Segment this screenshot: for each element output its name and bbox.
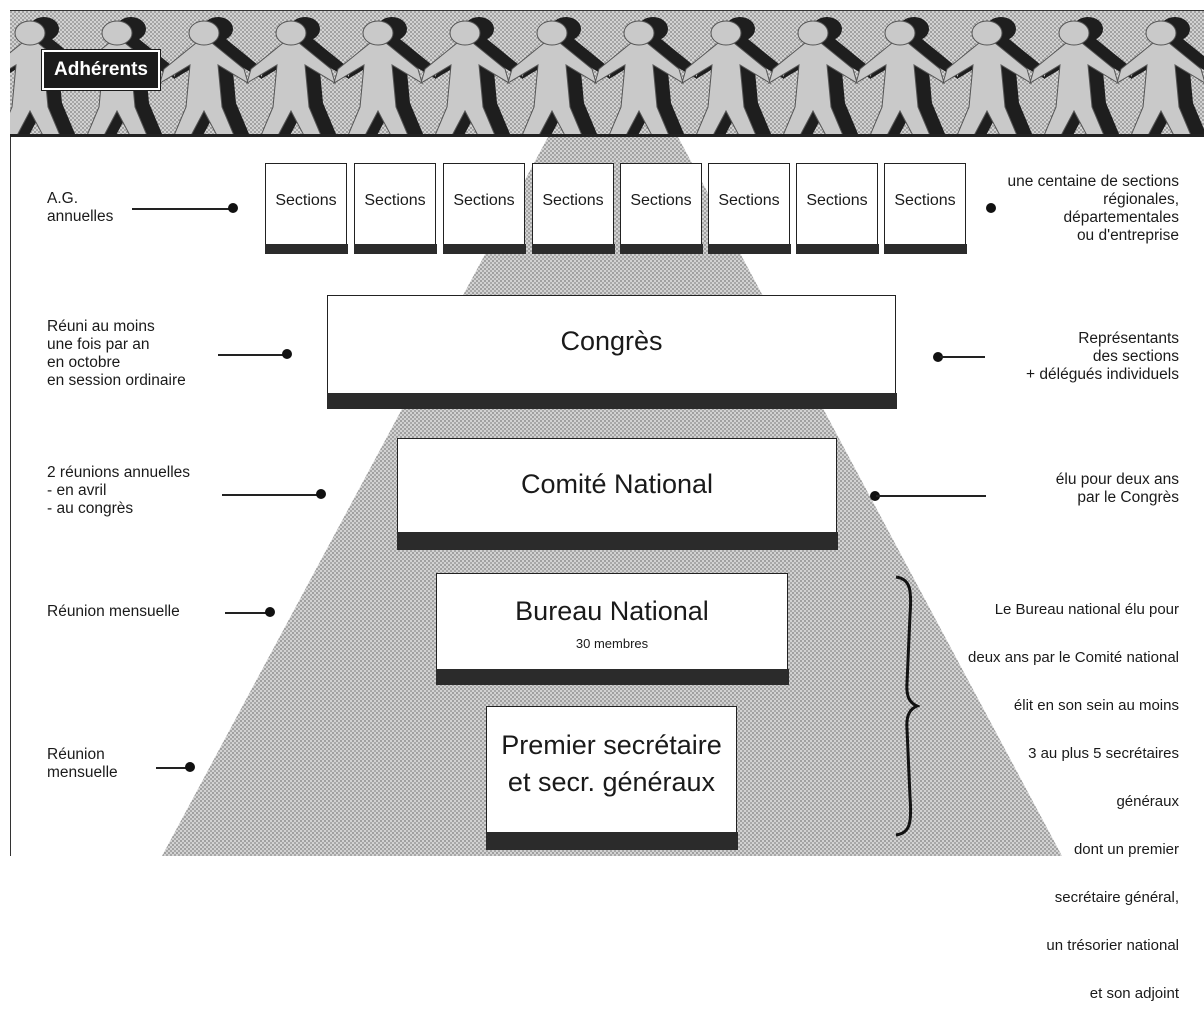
bureau-left-note: Réunion mensuelle — [47, 603, 180, 620]
box-shadow — [435, 668, 789, 685]
member-figure — [1029, 17, 1132, 135]
section-box: Sections — [353, 163, 437, 254]
members-band — [10, 11, 1204, 135]
box-shadow — [531, 243, 615, 254]
adherents-label: Adhérents — [42, 50, 160, 90]
org-chart: Adhérents A.G. annuelles Sections Sectio… — [10, 10, 1204, 1002]
connector-line — [876, 495, 986, 497]
member-figure — [507, 17, 610, 135]
section-box: Sections — [883, 163, 967, 254]
bureau-description-line: un trésorier national — [1046, 937, 1179, 954]
member-figure — [855, 17, 958, 135]
premier-title: Premier secrétaire et secr. généraux — [487, 727, 736, 801]
curly-brace — [895, 575, 920, 837]
premier-left-note: Réunion mensuelle — [47, 746, 118, 781]
member-figure — [159, 17, 262, 135]
band-divider — [10, 134, 1204, 137]
box-shadow — [396, 531, 838, 550]
frame-left-line — [10, 10, 11, 856]
bureau-description-line: secrétaire général, — [1054, 889, 1179, 906]
section-label: Sections — [275, 192, 337, 209]
connector-dot — [986, 203, 996, 213]
section-label: Sections — [806, 192, 868, 209]
premier-title-line1: Premier secrétaire — [501, 730, 722, 760]
bureau-subtitle: 30 membres — [575, 636, 649, 651]
member-figure — [1116, 17, 1204, 135]
box-shadow — [264, 243, 348, 254]
bureau-description: Le Bureau national élu pour deux ans par… — [935, 577, 1179, 1027]
section-label: Sections — [542, 192, 604, 209]
section-label: Sections — [718, 192, 780, 209]
connector-dot — [282, 349, 292, 359]
bureau-description-line: deux ans par le Comité national — [968, 649, 1179, 666]
premier-box: Premier secrétaire et secr. généraux — [485, 706, 738, 850]
bureau-description-line: et son adjoint — [1089, 985, 1179, 1002]
box-shadow — [326, 392, 897, 409]
bureau-description-line: élit en son sein au moins — [1013, 697, 1179, 714]
box-shadow — [442, 243, 526, 254]
section-box: Sections — [707, 163, 791, 254]
connector-dot — [933, 352, 943, 362]
bureau-description-line: dont un premier — [1073, 841, 1179, 858]
frame-top-line — [10, 10, 1204, 11]
section-label: Sections — [364, 192, 426, 209]
comite-box: Comité National — [396, 438, 838, 550]
connector-line — [225, 612, 270, 614]
section-label: Sections — [630, 192, 692, 209]
section-box: Sections — [619, 163, 703, 254]
member-figure — [942, 17, 1045, 135]
sections-left-note: A.G. annuelles — [47, 190, 114, 225]
section-label: Sections — [894, 192, 956, 209]
connector-line — [940, 356, 985, 358]
premier-title-line2: et secr. généraux — [507, 767, 716, 797]
sections-right-note: une centaine de sections régionales, dép… — [1007, 173, 1179, 244]
members-figures — [10, 11, 1204, 135]
comite-right-note: élu pour deux ans par le Congrès — [1055, 471, 1179, 506]
connector-line — [132, 208, 232, 210]
member-figure — [246, 17, 349, 135]
connector-dot — [185, 762, 195, 772]
member-figure — [333, 17, 436, 135]
congres-right-note: Représentants des sections + délégués in… — [1026, 330, 1179, 383]
bureau-description-line: 3 au plus 5 secrétaires — [1028, 745, 1179, 762]
bureau-box: Bureau National 30 membres — [435, 573, 789, 685]
section-box: Sections — [442, 163, 526, 254]
connector-dot — [228, 203, 238, 213]
congres-box: Congrès — [326, 295, 897, 409]
member-figure — [681, 17, 784, 135]
bureau-title: Bureau National — [515, 596, 709, 626]
box-shadow — [485, 831, 738, 850]
connector-dot — [870, 491, 880, 501]
member-figure — [768, 17, 871, 135]
member-figure — [420, 17, 523, 135]
box-shadow — [619, 243, 703, 254]
section-box: Sections — [264, 163, 348, 254]
connector-line — [222, 494, 320, 496]
member-figure — [594, 17, 697, 135]
box-shadow — [883, 243, 967, 254]
section-box: Sections — [531, 163, 615, 254]
section-label: Sections — [453, 192, 515, 209]
bureau-description-line: généraux — [1116, 793, 1179, 810]
connector-line — [218, 354, 288, 356]
section-box: Sections — [795, 163, 879, 254]
box-shadow — [707, 243, 791, 254]
box-shadow — [795, 243, 879, 254]
congres-left-note: Réuni au moins une fois par an en octobr… — [47, 318, 186, 389]
box-shadow — [353, 243, 437, 254]
comite-left-note: 2 réunions annuelles - en avril - au con… — [47, 464, 191, 517]
congres-title: Congrès — [560, 326, 663, 356]
connector-line — [156, 767, 190, 769]
bureau-description-line: Le Bureau national élu pour — [994, 601, 1179, 618]
connector-dot — [265, 607, 275, 617]
comite-title: Comité National — [520, 469, 714, 499]
connector-dot — [316, 489, 326, 499]
